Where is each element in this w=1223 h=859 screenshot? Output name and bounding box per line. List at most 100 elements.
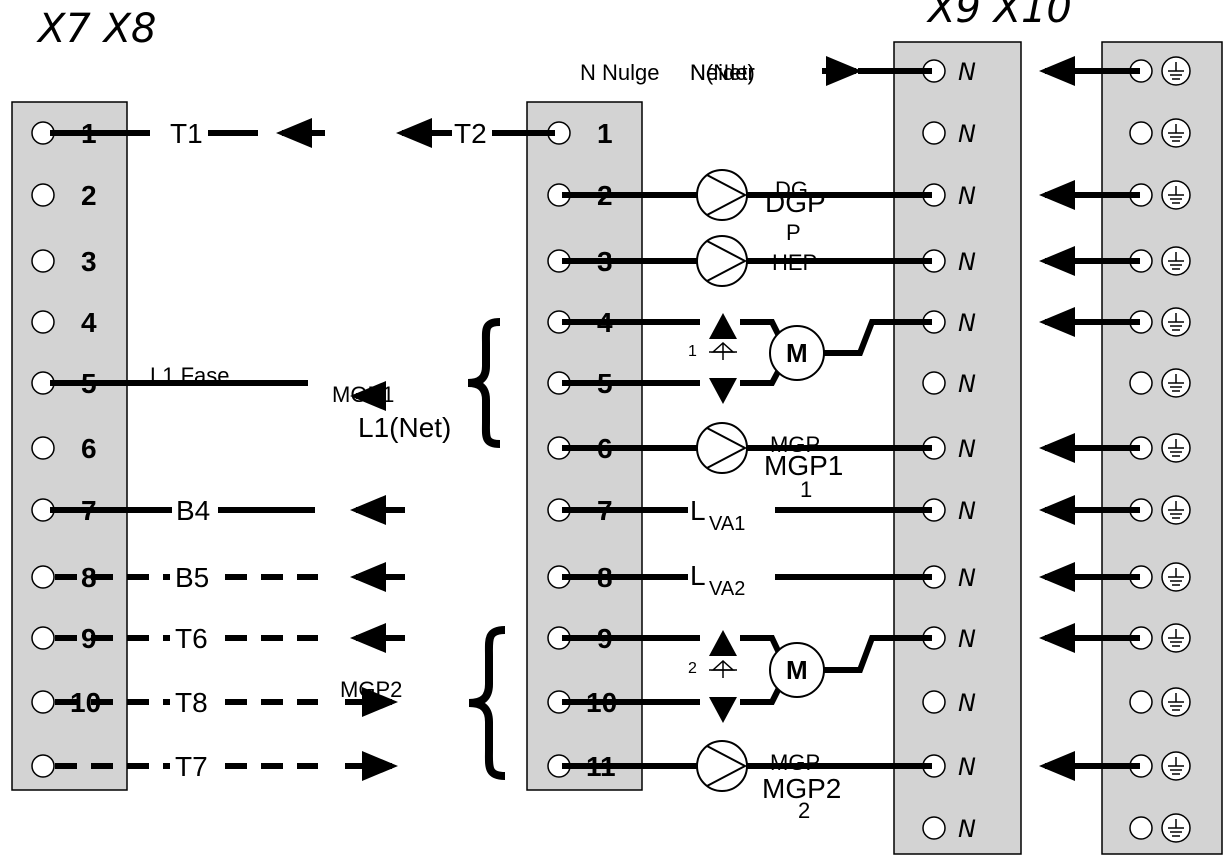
label-lva1-l: L bbox=[690, 495, 706, 526]
x9-terminal-label: N bbox=[958, 58, 976, 86]
label-mgp2-sub: 2 bbox=[798, 798, 810, 823]
label-lva1-sub: VA1 bbox=[709, 513, 745, 535]
label-valve-2: 2 bbox=[688, 660, 697, 677]
terminal-strip-x7 bbox=[11, 101, 128, 791]
label-dgp-p: P bbox=[786, 220, 801, 245]
three-way-valve-icon bbox=[709, 313, 737, 404]
header-x7-x8: X7 X8 bbox=[36, 6, 156, 52]
terminal-screw bbox=[922, 816, 946, 840]
label-dgp-small: DG bbox=[775, 177, 808, 202]
curly-brace-icon bbox=[468, 626, 506, 780]
header-x9-x10: X9 X10 bbox=[926, 0, 1072, 32]
terminal-screw bbox=[1129, 121, 1153, 145]
pump-symbol-icon bbox=[696, 740, 748, 792]
label-lva2-l: L bbox=[690, 560, 706, 591]
wire-valve1-top bbox=[740, 319, 783, 340]
label-b4: B4 bbox=[176, 495, 210, 526]
label-mgp2-arrow: MGP2 bbox=[340, 677, 402, 702]
label-mgp1-sub: 1 bbox=[800, 477, 812, 502]
label-dgp: DGP bbox=[765, 187, 826, 218]
x7-terminal-label: 9 bbox=[81, 623, 97, 654]
x9-terminal-label: N bbox=[958, 497, 976, 525]
label-n-nulge: N Nulge bbox=[580, 60, 659, 85]
x9-terminal-label: N bbox=[958, 815, 976, 843]
ground-symbol-icon bbox=[1161, 180, 1191, 210]
label-mgp1: MGP1 bbox=[764, 450, 843, 481]
x10-terminals bbox=[1129, 56, 1191, 843]
wire-motor1 bbox=[824, 319, 932, 356]
terminal-screw bbox=[31, 754, 55, 778]
wire-valve2-top bbox=[740, 635, 783, 657]
terminal-screw bbox=[1129, 690, 1153, 714]
x9-terminal-label: N bbox=[958, 182, 976, 210]
label-mgp1-small: MGP bbox=[770, 432, 820, 457]
x10-arrows bbox=[1039, 56, 1140, 781]
x9-terminal-label: N bbox=[958, 248, 976, 276]
label-mgp2: MGP2 bbox=[762, 773, 841, 804]
label-n-net: N(Net) bbox=[690, 60, 755, 85]
terminal-screw bbox=[1129, 371, 1153, 395]
ground-symbol-icon bbox=[1161, 118, 1191, 148]
ground-symbol-icon bbox=[1161, 56, 1191, 86]
x7-terminal-label: 8 bbox=[81, 562, 97, 593]
motor-circle-icon: M bbox=[769, 325, 825, 381]
terminal-screw bbox=[922, 371, 946, 395]
x7-terminal-label: 6 bbox=[81, 433, 97, 464]
terminal-screw bbox=[922, 121, 946, 145]
three-way-valve-icon bbox=[709, 630, 737, 723]
label-t6: T6 bbox=[175, 623, 208, 654]
label-l1-net: L1(Net) bbox=[358, 412, 451, 443]
pump-symbol-icon bbox=[696, 169, 748, 221]
terminal-screw bbox=[1129, 816, 1153, 840]
x9-terminal-label: N bbox=[958, 753, 976, 781]
ground-symbol-icon bbox=[1161, 368, 1191, 398]
terminal-screw bbox=[31, 565, 55, 589]
terminal-screw bbox=[31, 436, 55, 460]
pump-symbol-icon bbox=[696, 235, 748, 287]
ground-symbol-icon bbox=[1161, 562, 1191, 592]
label-t2: T2 bbox=[454, 118, 487, 149]
ground-symbol-icon bbox=[1161, 495, 1191, 525]
wire-valve2-bottom bbox=[740, 684, 783, 705]
label-t7: T7 bbox=[175, 751, 208, 782]
pump-symbol-icon bbox=[696, 422, 748, 474]
terminal-screw bbox=[922, 690, 946, 714]
motor-circle-icon: M bbox=[769, 642, 825, 698]
x8-terminal-label: 1 bbox=[597, 118, 613, 149]
x7-terminal-label: 4 bbox=[81, 307, 97, 338]
ground-symbol-icon bbox=[1161, 751, 1191, 781]
ground-symbol-icon bbox=[1161, 813, 1191, 843]
terminal-screw bbox=[31, 249, 55, 273]
label-l1-fase: L1 Fase bbox=[150, 363, 230, 388]
x9-terminal-label: N bbox=[958, 120, 976, 148]
terminal-screw bbox=[31, 626, 55, 650]
x9-terminal-label: N bbox=[958, 309, 976, 337]
ground-symbol-icon bbox=[1161, 623, 1191, 653]
terminal-screw bbox=[31, 310, 55, 334]
ground-symbol-icon bbox=[1161, 307, 1191, 337]
terminal-screw bbox=[31, 690, 55, 714]
ground-symbol-icon bbox=[1161, 246, 1191, 276]
label-t8: T8 bbox=[175, 687, 208, 718]
x7-terminal-label: 3 bbox=[81, 246, 97, 277]
curly-brace-icon bbox=[467, 318, 501, 448]
ground-symbol-icon bbox=[1161, 433, 1191, 463]
x9-terminal-label: N bbox=[958, 689, 976, 717]
ground-symbol-icon bbox=[1161, 687, 1191, 717]
terminal-screw bbox=[31, 183, 55, 207]
label-b5: B5 bbox=[175, 562, 209, 593]
wire-motor2 bbox=[824, 635, 932, 673]
label-mgp1-arrow: MGP1 bbox=[332, 382, 394, 407]
label-mgp2-small: MGP bbox=[770, 750, 820, 775]
label-n-neider: Neider bbox=[690, 60, 755, 85]
wire-valve1-bottom bbox=[740, 366, 783, 386]
x9-terminal-label: N bbox=[958, 370, 976, 398]
label-lva2-sub: VA2 bbox=[709, 578, 745, 600]
x9-terminal-label: N bbox=[958, 435, 976, 463]
label-valve-1: 1 bbox=[688, 343, 697, 360]
svg-text:M: M bbox=[786, 655, 808, 685]
x9-terminal-label: N bbox=[958, 564, 976, 592]
